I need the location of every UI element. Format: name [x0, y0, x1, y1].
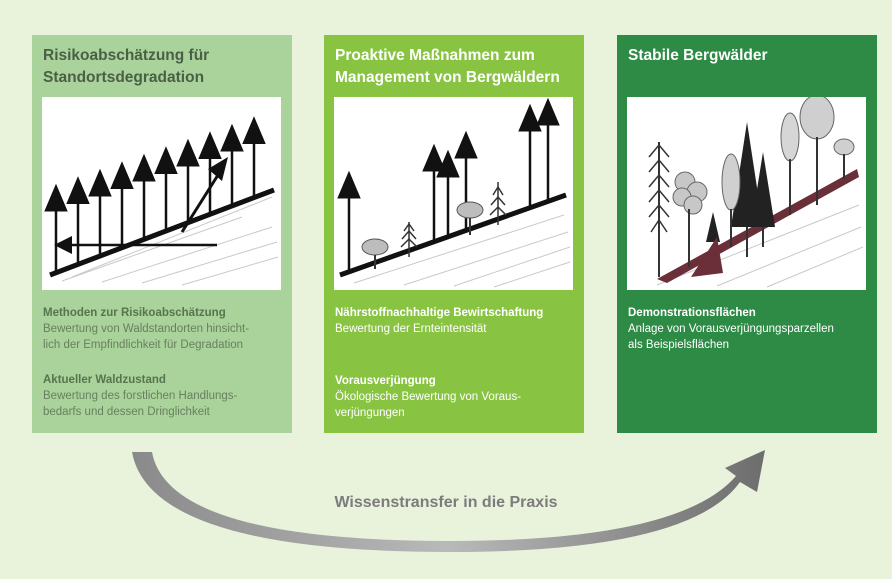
tree-arrow-head: [436, 149, 460, 178]
tree-arrow-head: [88, 168, 112, 197]
section-text: Bewertung der Ernteintensität: [335, 323, 487, 335]
tree-arrow-head: [518, 103, 542, 132]
section-title: Nährstoffnachhaltige Bewirtschaftung: [335, 307, 544, 319]
section-title: Demonstrationsflächen: [628, 307, 756, 319]
tree-arrow-head: [154, 146, 178, 174]
banner-knowledge-transfer: Wissenstransfer in die Praxis: [334, 494, 558, 511]
section-nutrient-management: Nährstoffnachhaltige Bewirtschaftung Bew…: [335, 305, 579, 337]
illustration-managed-slope: [334, 97, 573, 290]
panel-title: Proaktive Maßnahmen zum Management von B…: [335, 47, 560, 86]
panel-title: Stabile Bergwälder: [628, 47, 768, 64]
tree-arrow-head: [132, 153, 156, 182]
section-title: Vorausverjüngung: [335, 375, 436, 387]
tree-arrow-head: [176, 138, 200, 167]
section-text: Ökologische Bewertung von Voraus- verjün…: [335, 391, 522, 419]
section-risk-methods: Methoden zur Risikoabschätzung Bewertung…: [43, 305, 287, 353]
tree-arrow-head: [422, 143, 446, 172]
section-demonstration-plots: Demonstrationsflächen Anlage von Vorausv…: [628, 305, 872, 353]
tree-arrow-head: [337, 170, 361, 199]
tree-arrow-head: [198, 131, 222, 159]
tree-arrow-head: [454, 130, 478, 159]
section-text: Anlage von Vorausverjüngungsparzellen al…: [628, 323, 834, 351]
section-advance-regeneration: Vorausverjüngung Ökologische Bewertung v…: [335, 373, 579, 421]
tree-arrow-head: [242, 116, 266, 144]
section-text: Bewertung des forstlichen Handlungs- bed…: [43, 390, 238, 418]
tree-arrow-head: [66, 176, 90, 204]
illustration-stable-forest: [627, 97, 866, 290]
panel-stable-forests: Stabile Bergwälder: [617, 35, 877, 433]
panel-proactive-measures: Proaktive Maßnahmen zum Management von B…: [324, 35, 584, 433]
tree-arrow-head: [44, 183, 68, 212]
section-text: Bewertung von Waldstandorten hinsicht- l…: [43, 323, 250, 351]
section-title: Methoden zur Risikoabschätzung: [43, 307, 226, 319]
panel-title: Risikoabschätzung für Standortsdegradati…: [43, 47, 210, 86]
tree-arrow-head: [110, 161, 134, 189]
panel-risk-assessment: Risikoabschätzung für Standortsdegradati…: [32, 35, 292, 433]
section-title: Aktueller Waldzustand: [43, 374, 166, 386]
section-forest-state: Aktueller Waldzustand Bewertung des fors…: [43, 372, 287, 420]
tree-arrow-head: [536, 97, 560, 126]
tree-arrow-head: [220, 123, 244, 152]
illustration-risk-arrows: [42, 97, 281, 290]
